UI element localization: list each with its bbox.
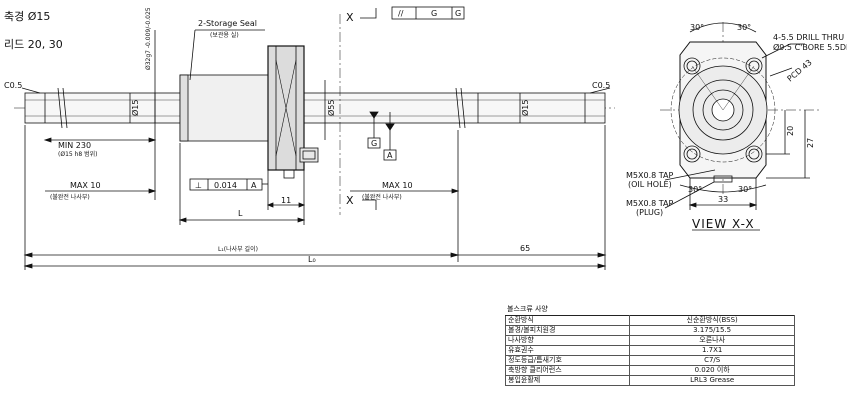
pcd-label: PCD 43 [786,58,814,84]
tap-plug-label: M5X0.8 TAP [626,199,673,208]
spec-value: 3.175/15.5 [629,325,795,336]
chamfer-left-label: C0.5 [4,81,22,90]
parallelism-symbol: // [398,9,404,18]
spec-value: 오른나사 [629,335,795,346]
spec-label: 봉입윤활제 [504,375,631,386]
section-x-bottom-label: X [346,194,354,207]
counterbore-label: Ø9.5 C'BORE 5.5DP [773,42,847,52]
datum-a-label: A [387,151,393,160]
width-33-label: 33 [718,195,728,204]
height-27-label: 27 [806,138,815,148]
thread-length-label: L₁(나사부 길이) [218,245,258,253]
nut-dia-label: Ø55 [326,100,336,116]
chamfer-right-label: C0.5 [592,81,610,90]
spec-label: 정도등급/틈새기호 [504,355,631,366]
perpendicularity-value: 0.014 [214,181,237,190]
tap-oil-sub-label: (OIL HOLE) [628,180,672,189]
section-x-top-label: X [346,11,354,24]
nut-length-label: L [238,209,243,218]
angle-top-left-label: 30° [690,23,704,32]
lead-label: 리드 20, 30 [4,38,63,51]
storage-seal-label: 2-Storage Seal [198,19,257,28]
angle-top-right-label: 30° [737,23,751,32]
shaft-diameter-label: 축경 Ø15 [4,10,50,23]
storage-seal-kr-label: (보관용 실) [210,31,239,39]
tap-oil-label: M5X0.8 TAP [626,171,673,180]
spec-value: LRL3 Grease [629,375,795,386]
parallelism-datum-box: G [455,9,461,18]
max-10-right-sub-label: (불완전 나사부) [362,193,402,201]
min-230-sub-label: (Ø15 h8 범위) [58,150,98,158]
spec-label: 순환방식 [504,315,631,326]
drill-thru-label: 4-5.5 DRILL THRU [773,33,844,42]
parallelism-datum: G [431,9,437,18]
spec-label: 나사방향 [504,335,631,346]
perpendicularity-symbol: ⊥ [195,181,202,190]
end-length-label: 65 [520,244,530,253]
shaft-dia-right-label: Ø15 [520,100,530,116]
spec-value: C7/S [629,355,795,366]
total-length-label: L₀ [308,255,316,264]
max-10-left-sub-label: (불완전 나사부) [50,193,90,201]
spec-value: 신순환방식(BSS) [629,315,795,326]
shaft-dia-left-label: Ø15 [130,100,140,116]
tap-plug-sub-label: (PLUG) [636,208,663,217]
angle-bottom-right-label: 30° [738,185,752,194]
datum-g-label: G [371,139,377,148]
spec-value: 1.7X1 [629,345,795,356]
spec-label: 유효권수 [504,345,631,356]
min-230-label: MIN 230 [58,141,91,150]
spec-table-title: 볼스크류 사양 [507,305,548,313]
spec-label: 축방향 클리어런스 [504,365,631,376]
perpendicularity-datum: A [251,181,257,190]
max-10-right-label: MAX 10 [382,181,413,190]
spec-label: 볼경/볼피치원경 [504,325,631,336]
view-x-x-label: VIEW X-X [692,217,755,231]
max-10-left-label: MAX 10 [70,181,101,190]
g7-diameter-label: Ø32g7 -0.009/-0.025 [145,7,152,70]
spec-value: 0.020 이하 [629,365,795,376]
height-20-label: 20 [786,126,795,136]
angle-bottom-left-label: 30° [688,185,702,194]
flange-width-label: 11 [281,196,291,205]
